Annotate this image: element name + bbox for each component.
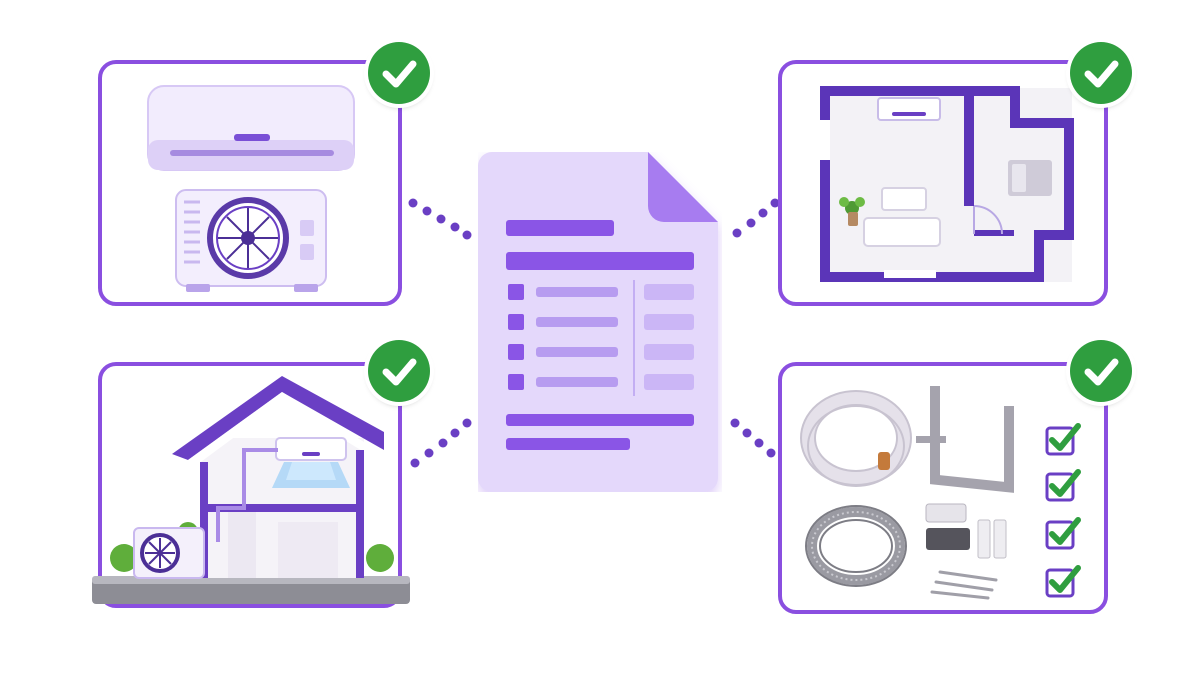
quote-document-icon — [478, 152, 718, 492]
check-icon-floor-plan — [1070, 42, 1132, 104]
split-ac-unit-icon — [147, 85, 355, 292]
checklist-item-checked — [1045, 517, 1081, 550]
checklist-item-checked — [1045, 565, 1081, 598]
check-icon-house-installation — [368, 340, 430, 402]
check-icon-installation-materials — [1070, 340, 1132, 402]
installation-kit-icon — [800, 386, 1014, 600]
checklist-item-checked — [1045, 469, 1081, 502]
connector-bottom-left — [410, 418, 472, 468]
connector-bottom-right — [730, 418, 776, 458]
connector-top-right — [732, 198, 780, 238]
document-table-rows — [508, 284, 694, 390]
house-with-ac-icon — [92, 376, 410, 604]
check-icon-ac-units — [368, 42, 430, 104]
connector-top-left — [408, 198, 472, 240]
checklist-item-checked — [1045, 423, 1081, 456]
floor-plan-icon — [820, 86, 1074, 282]
